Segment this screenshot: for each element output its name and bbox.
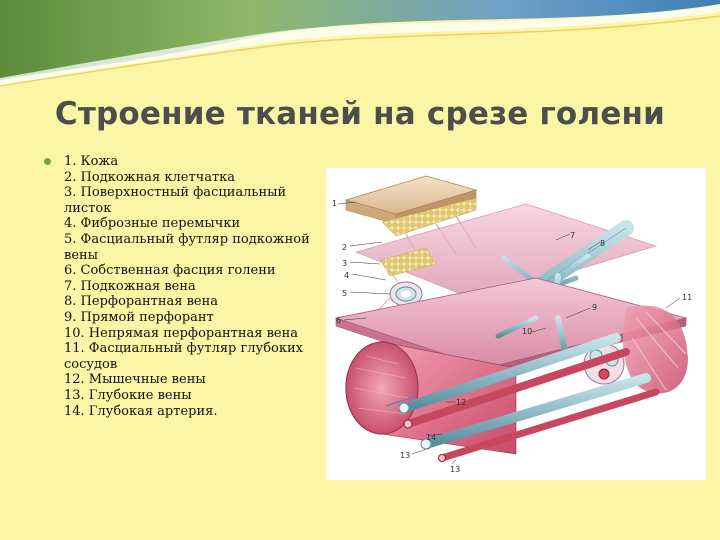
legend-item: 9. Прямой перфорант — [64, 309, 214, 325]
leg-cross-section-illustration: 1 2 3 4 5 6 7 8 9 10 11 12 13 14 13 — [332, 175, 692, 474]
legend-item: 1. Кожа — [64, 154, 119, 169]
figure-label-6: 6 — [336, 316, 341, 325]
figure-label-11: 11 — [682, 293, 692, 302]
legend-item: 2. Подкожная клетчатка — [64, 169, 236, 185]
bullet-dot-icon — [44, 158, 51, 165]
legend-item: 13. Глубокие вены — [64, 387, 192, 403]
legend-item: 5. Фасциальный футляр подкожной вены — [64, 231, 310, 263]
header-wave-decoration — [0, 0, 720, 90]
figure-label-3: 3 — [342, 259, 347, 268]
legend-item: 6. Собственная фасция голени — [64, 263, 276, 279]
legend-item: 12. Мышечные вены — [64, 372, 206, 388]
figure-label-13: 13 — [400, 451, 410, 460]
figure-label-4: 4 — [344, 271, 349, 280]
legend-item: 14. Глубокая артерия. — [64, 403, 218, 419]
figure-label-12: 12 — [456, 398, 466, 407]
legend-list: 1. Кожа 2. Подкожная клетчатка 3. Поверх… — [64, 154, 326, 419]
legend-item: 8. Перфорантная вена — [64, 294, 218, 310]
anatomy-illustration: 1 2 3 4 5 6 7 8 9 10 11 12 13 14 13 — [326, 168, 706, 480]
figure-label-8: 8 — [600, 239, 605, 248]
legend-item: 7. Подкожная вена — [64, 278, 196, 294]
figure-label-5: 5 — [342, 289, 347, 298]
slide-title: Строение тканей на срезе голени — [54, 96, 666, 132]
legend-item: 3. Поверхностный фасциальный листок — [64, 185, 287, 216]
figure-label-7: 7 — [570, 231, 575, 240]
figure-label-13b: 13 — [450, 465, 460, 474]
legend-item: 4. Фиброзные перемычки — [64, 216, 241, 232]
figure-label-14: 14 — [426, 433, 436, 442]
legend-item: 10. Непрямая перфорантная вена — [64, 325, 299, 341]
figure-label-9: 9 — [592, 303, 597, 312]
figure-label-1: 1 — [332, 199, 337, 208]
figure-label-2: 2 — [342, 243, 347, 252]
figure-label-10: 10 — [522, 327, 532, 336]
legend-item: 11. Фасциальный футляр глубоких сосудов — [64, 341, 303, 372]
